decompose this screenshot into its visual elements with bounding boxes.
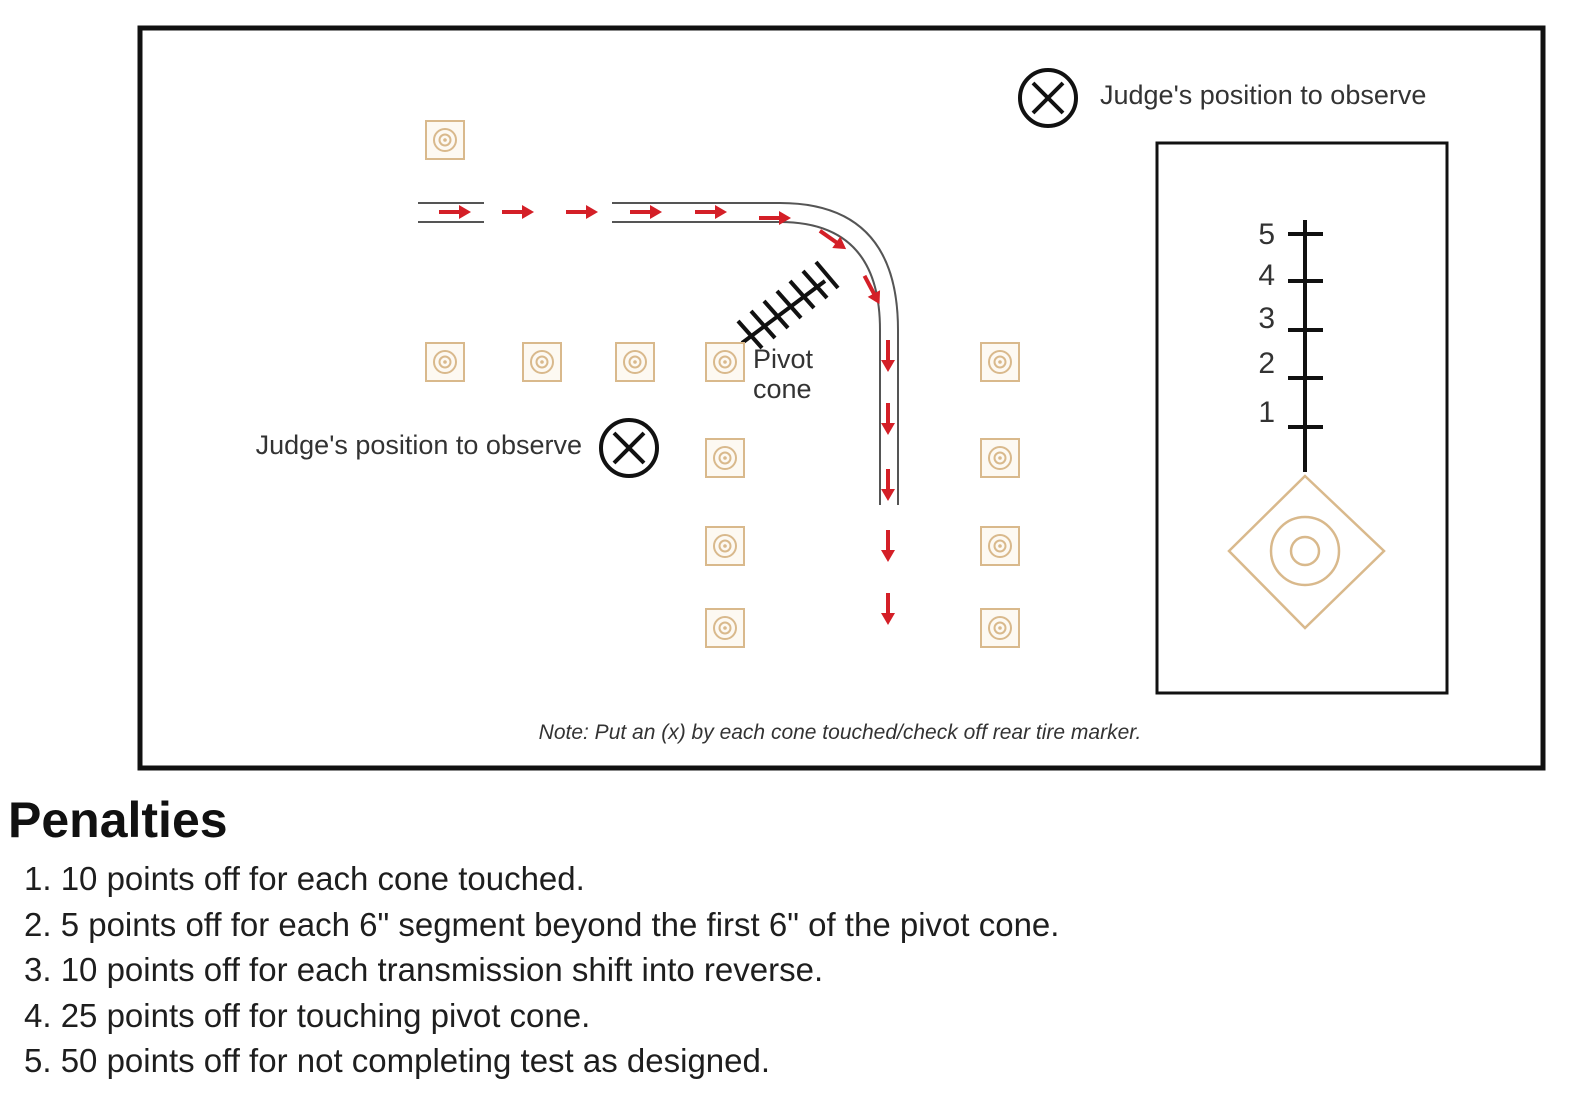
direction-arrow-icon bbox=[628, 203, 664, 221]
direction-arrow-icon bbox=[437, 203, 473, 221]
cone-icon bbox=[425, 120, 465, 160]
direction-arrow-icon bbox=[879, 467, 897, 503]
cone-icon bbox=[705, 608, 745, 648]
cones bbox=[425, 120, 1020, 648]
penalty-item: 1. 10 points off for each cone touched. bbox=[24, 860, 585, 897]
direction-arrow-icon bbox=[879, 338, 897, 374]
scale-mark-1: 1 bbox=[1258, 396, 1275, 429]
cone-icon bbox=[980, 342, 1020, 382]
cone-icon bbox=[615, 342, 655, 382]
direction-arrows bbox=[437, 203, 897, 627]
course-frame bbox=[137, 25, 1546, 771]
scale-mark-3: 3 bbox=[1258, 302, 1275, 335]
penalty-item: 3. 10 points off for each transmission s… bbox=[24, 951, 824, 988]
penalty-item: 2. 5 points off for each 6" segment beyo… bbox=[24, 905, 1060, 943]
cone-icon bbox=[522, 342, 562, 382]
judge-x-icon bbox=[1018, 68, 1078, 128]
direction-arrow-icon bbox=[500, 203, 536, 221]
pivot-label-line1: Pivot bbox=[753, 344, 814, 374]
penalty-item: 5. 50 points off for not completing test… bbox=[24, 1042, 771, 1079]
judge-label-top: Judge's position to observe bbox=[1100, 80, 1426, 110]
cone-icon bbox=[425, 342, 465, 382]
cone-icon bbox=[980, 438, 1020, 478]
judge-label-left: Judge's position to observe bbox=[256, 430, 582, 460]
cone-icon bbox=[705, 526, 745, 566]
cone-icon bbox=[705, 438, 745, 478]
pivot-cone-icon bbox=[1227, 474, 1386, 630]
hatch-marks-icon bbox=[736, 260, 840, 350]
judge-x-icon bbox=[599, 418, 659, 478]
penalty-item: 4. 25 points off for touching pivot cone… bbox=[24, 996, 591, 1034]
scale-mark-5: 5 bbox=[1258, 218, 1275, 251]
pivot-label-line2: cone bbox=[753, 374, 812, 404]
direction-arrow-icon bbox=[879, 401, 897, 437]
direction-arrow-icon bbox=[879, 528, 897, 564]
cone-icon bbox=[980, 526, 1020, 566]
driving-path bbox=[418, 202, 899, 505]
cone-icon bbox=[980, 608, 1020, 648]
direction-arrow-icon bbox=[693, 203, 729, 221]
direction-arrow-icon bbox=[879, 591, 897, 627]
penalties-title: Penalties bbox=[8, 792, 228, 848]
penalties-list: 1. 10 points off for each cone touched. … bbox=[24, 856, 1059, 1084]
course-diagram: Pivot cone Judge's position to observe J… bbox=[137, 25, 1546, 771]
pivot-cone-inset: 5 4 3 2 1 bbox=[1155, 141, 1449, 695]
scale-mark-2: 2 bbox=[1258, 347, 1275, 380]
course-note: Note: Put an (x) by each cone touched/ch… bbox=[539, 721, 1142, 744]
cone-icon bbox=[705, 342, 745, 382]
direction-arrow-icon bbox=[564, 203, 600, 221]
scale-mark-4: 4 bbox=[1258, 259, 1275, 292]
